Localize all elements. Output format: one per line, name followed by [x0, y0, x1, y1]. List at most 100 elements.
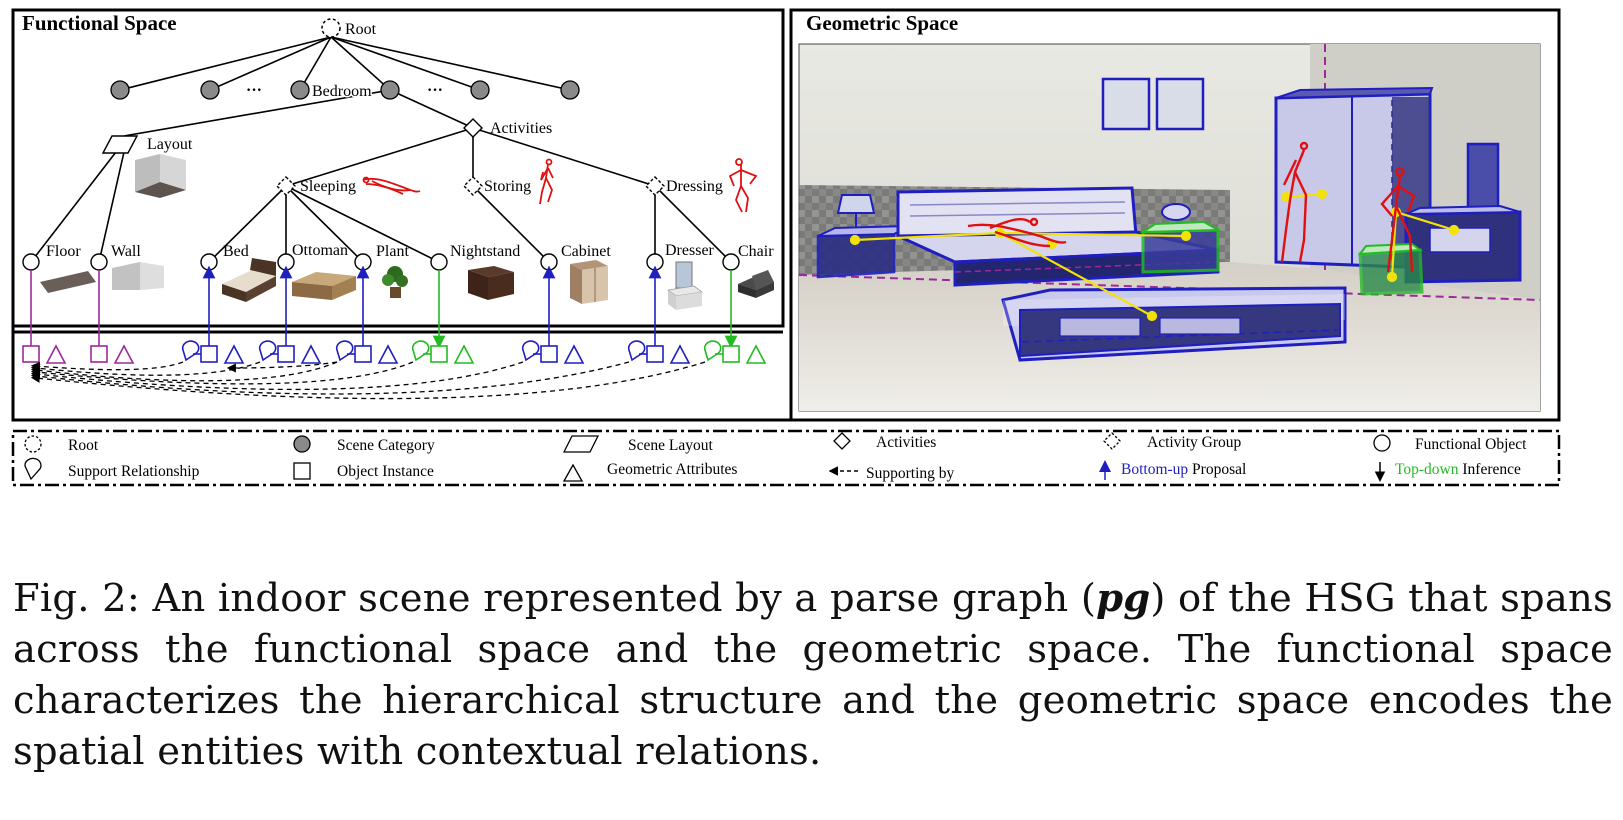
layout-node-icon	[101, 135, 139, 154]
object-label-bed: Bed	[223, 243, 249, 260]
bed-thumbnail	[222, 258, 276, 302]
legend-functional-object-label: Functional Object	[1415, 436, 1527, 453]
object-label-chair: Chair	[738, 243, 774, 260]
instance-dresser-triangle-icon	[669, 344, 691, 364]
functional-space-panel: Functional Space	[11, 8, 785, 328]
legend: Root Scene Category Scene Layout Activit…	[11, 429, 1561, 487]
instance-groups	[22, 340, 767, 364]
instance-ottoman-triangle-icon	[300, 344, 322, 364]
object-label-dresser: Dresser	[665, 242, 715, 259]
instance-wall-square-icon	[90, 345, 108, 363]
instance-cabinet-triangle-icon	[563, 344, 585, 364]
wall-thumbnail	[112, 262, 164, 290]
instance-ottoman-square-icon	[277, 345, 295, 363]
nightstand-thumbnail	[468, 266, 514, 300]
figure-caption: Fig. 2: An indoor scene represented by a…	[13, 573, 1613, 777]
caption-suffix: ) of the HSG that spans across the funct…	[13, 576, 1613, 774]
scene-category-icon	[110, 80, 130, 100]
legend-scene-category-label: Scene Category	[337, 437, 435, 454]
root-edges	[30, 36, 732, 263]
scene-category-icon	[380, 80, 400, 100]
legend-root-label: Root	[68, 437, 99, 454]
bedroom-label: Bedroom	[312, 83, 372, 100]
instance-chair-support-icon	[703, 340, 722, 362]
geometric-space-title: Geometric Space	[806, 11, 958, 35]
object-chair-icon	[722, 253, 740, 271]
object-label-floor: Floor	[46, 243, 81, 260]
instance-plant-square-icon	[354, 345, 372, 363]
layout-label: Layout	[147, 136, 193, 153]
instance-bed-support-icon	[181, 340, 200, 362]
legend-support-icon	[24, 457, 42, 481]
object-dresser-icon	[646, 253, 664, 271]
legend-object-instance-label: Object Instance	[337, 463, 434, 480]
legend-object-instance-icon	[293, 462, 311, 480]
legend-root-icon	[24, 435, 42, 453]
object-bed-icon	[200, 253, 218, 271]
object-floor-icon	[22, 253, 40, 271]
ottoman-thumbnail	[292, 272, 356, 300]
instance-wall-triangle-icon	[113, 344, 135, 364]
object-labels: Floor Wall Bed Ottoman Plant Nightstand …	[46, 242, 774, 260]
instance-ottoman-support-icon	[258, 340, 277, 362]
instance-nightstand-triangle-icon	[453, 344, 475, 364]
legend-bottom-up-label: Bottom-up Proposal	[1121, 461, 1246, 478]
instance-nightstand-square-icon	[430, 345, 448, 363]
instance-floor-triangle-icon	[45, 344, 67, 364]
legend-supporting-by-label: Supporting by	[866, 465, 955, 482]
instance-bed-triangle-icon	[223, 344, 245, 364]
floor-thumbnail	[40, 271, 96, 293]
legend-geometric-attributes-label: Geometric Attributes	[607, 461, 737, 478]
scene-category-icon	[470, 80, 490, 100]
object-thumbnails	[40, 258, 774, 310]
activities-node-icon	[463, 118, 483, 138]
instance-plant-triangle-icon	[377, 344, 399, 364]
legend-support-label: Support Relationship	[68, 463, 200, 480]
bedroom-photo	[798, 43, 1541, 412]
human-pose-storing-icon	[539, 158, 554, 205]
legend-functional-object-icon	[1373, 434, 1391, 452]
legend-activity-group-label: Activity Group	[1147, 434, 1242, 451]
object-plant-icon	[354, 253, 372, 271]
instance-dresser-square-icon	[646, 345, 664, 363]
plant-thumbnail	[382, 266, 408, 298]
activity-group-sleeping-icon	[276, 176, 296, 196]
group-storing-label: Storing	[484, 178, 531, 195]
object-label-plant: Plant	[376, 243, 409, 260]
human-pose-sleeping-icon	[362, 176, 421, 195]
legend-activity-group-icon	[1103, 432, 1121, 450]
instance-chair-square-icon	[722, 345, 740, 363]
ellipsis-right: ···	[427, 82, 443, 99]
object-label-cabinet: Cabinet	[561, 243, 611, 260]
object-label-nightstand: Nightstand	[450, 243, 520, 260]
instance-plant-support-icon	[335, 340, 354, 362]
legend-scene-layout-label: Scene Layout	[628, 437, 713, 454]
object-label-ottoman: Ottoman	[292, 242, 348, 259]
group-dressing-label: Dressing	[666, 178, 723, 195]
activities-label: Activities	[490, 120, 552, 137]
scene-human-poses	[967, 141, 1416, 273]
caption-prefix: Fig. 2: An indoor scene represented by a…	[13, 576, 1097, 621]
legend-activities-icon	[833, 432, 851, 450]
dresser-thumbnail	[666, 261, 704, 310]
contextual-relations	[849, 188, 1460, 322]
object-wall-icon	[90, 253, 108, 271]
caption-pg: pg	[1096, 576, 1151, 621]
figure: Functional Space	[11, 8, 1561, 487]
legend-scene-category-icon	[293, 435, 311, 453]
scene-category-icon	[560, 80, 580, 100]
root-label: Root	[345, 21, 377, 38]
activity-group-dressing-icon	[645, 176, 665, 196]
legend-scene-layout-icon	[562, 435, 600, 453]
scene-category-icon	[200, 80, 220, 100]
ellipsis-left: ···	[246, 82, 262, 99]
scene-category-nodes	[110, 80, 580, 100]
cabinet-thumbnail	[570, 260, 608, 304]
root-node-icon	[321, 18, 341, 38]
object-nightstand-icon	[430, 253, 448, 271]
legend-geometric-attributes-icon	[562, 463, 584, 482]
instance-floor-square-icon	[22, 345, 40, 363]
instance-cabinet-square-icon	[540, 345, 558, 363]
layout-thumbnail	[135, 154, 186, 198]
chair-thumbnail	[738, 270, 774, 298]
